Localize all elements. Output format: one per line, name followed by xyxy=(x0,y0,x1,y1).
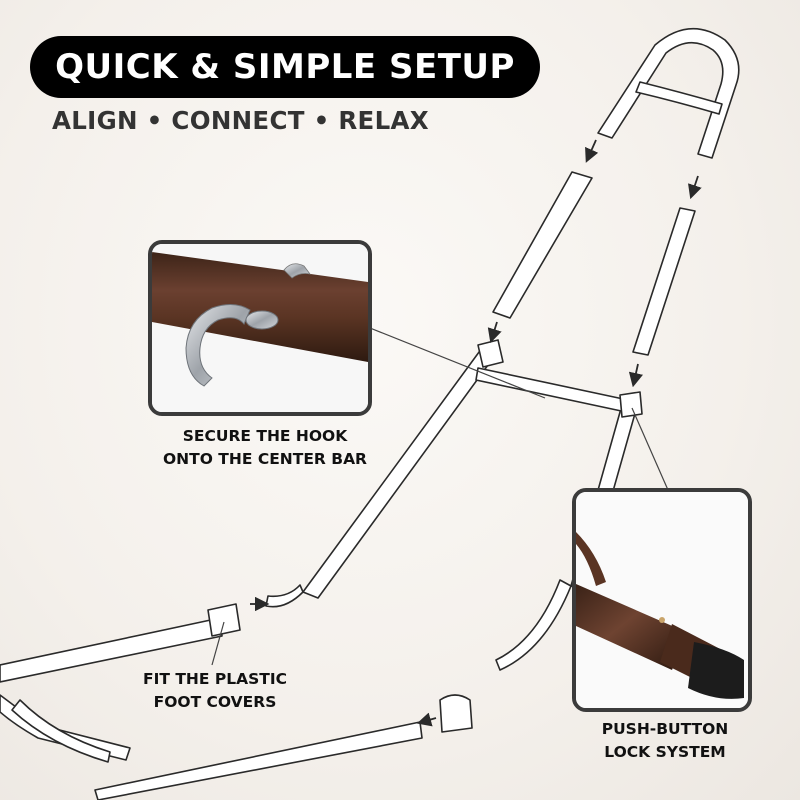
hook-callout: SECURE THE HOOK ONTO THE CENTER BAR xyxy=(130,425,400,471)
arrow-right-segment xyxy=(628,363,643,388)
top-arch-tube xyxy=(597,27,740,159)
upper-right-segment xyxy=(632,207,696,356)
hook-callout-line1: SECURE THE HOOK xyxy=(182,427,348,445)
lock-callout-line2: LOCK SYSTEM xyxy=(604,743,726,761)
right-leg-bend xyxy=(495,579,572,671)
left-foot-lower xyxy=(11,699,111,763)
arrow-arch-right xyxy=(688,175,702,200)
hook-on-tube-photo xyxy=(152,244,368,412)
left-joint xyxy=(477,339,504,368)
page-title: QUICK & SIMPLE SETUP xyxy=(55,47,515,87)
foot-leader-line xyxy=(211,621,225,666)
center-bar xyxy=(475,367,629,413)
subtitle: ALIGN • CONNECT • RELAX xyxy=(52,106,429,135)
push-button-lock-photo xyxy=(576,492,748,708)
left-leg-bend xyxy=(265,584,304,608)
hook-photo-inset xyxy=(148,240,372,416)
foot-callout: FIT THE PLASTIC FOOT COVERS xyxy=(110,668,320,714)
foot-callout-line2: FOOT COVERS xyxy=(153,693,277,711)
arrow-arch-left xyxy=(585,139,599,163)
foot-connector xyxy=(207,603,241,637)
foot-callout-line1: FIT THE PLASTIC xyxy=(143,670,287,688)
front-foot-tube xyxy=(94,721,423,800)
hook-leader-line xyxy=(369,327,546,399)
foot-cover-piece xyxy=(439,694,473,733)
arch-crossbar xyxy=(635,81,723,115)
arrow-foot-cover xyxy=(416,712,437,727)
lock-callout: PUSH-BUTTON LOCK SYSTEM xyxy=(560,718,770,764)
left-foot-tube xyxy=(0,617,223,683)
hook-callout-line2: ONTO THE CENTER BAR xyxy=(163,450,367,468)
title-banner: QUICK & SIMPLE SETUP xyxy=(30,36,540,98)
right-joint xyxy=(619,391,643,418)
lock-photo-inset xyxy=(572,488,752,712)
lock-leader-line xyxy=(631,407,669,491)
arrow-left-segment xyxy=(487,321,502,344)
lock-callout-line1: PUSH-BUTTON xyxy=(601,720,729,738)
upper-left-segment xyxy=(492,171,593,319)
